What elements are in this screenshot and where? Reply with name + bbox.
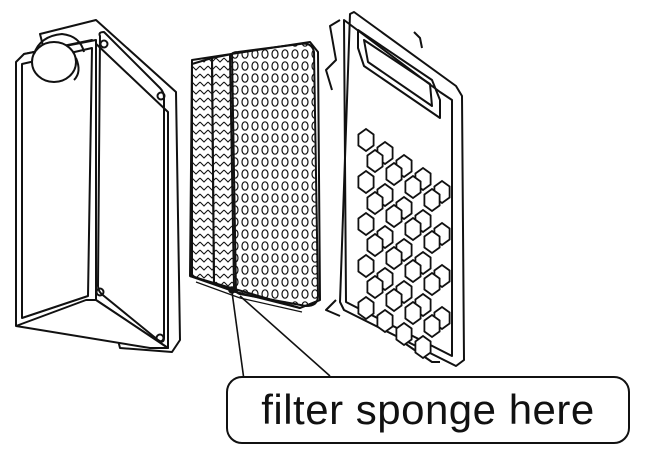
hexagon-cell bbox=[357, 169, 375, 195]
hexagon-cell bbox=[357, 295, 375, 321]
hexagon-cell bbox=[357, 253, 375, 279]
hexagon-cell bbox=[385, 245, 403, 271]
callout-label: filter sponge here bbox=[261, 386, 595, 433]
hexagon-cell bbox=[357, 211, 375, 237]
hexagon-cell bbox=[366, 148, 384, 174]
hexagon-cell bbox=[395, 321, 413, 347]
hexagon-cell bbox=[376, 308, 394, 334]
callout-box: filter sponge here bbox=[226, 376, 630, 444]
callout-leader-lines bbox=[228, 286, 331, 381]
hexagon-cell bbox=[404, 174, 422, 200]
filter-housing-box bbox=[15, 19, 181, 353]
hexagon-grid bbox=[357, 127, 451, 360]
hexagon-cell bbox=[404, 216, 422, 242]
hexagon-cell bbox=[366, 274, 384, 300]
hexagon-cell bbox=[366, 232, 384, 258]
hexagon-cell bbox=[385, 287, 403, 313]
hexagon-cell bbox=[366, 190, 384, 216]
hexagon-cell bbox=[385, 203, 403, 229]
filter-sponge-block bbox=[189, 41, 321, 313]
hexagon-cell bbox=[385, 161, 403, 187]
hexagon-cell bbox=[414, 334, 432, 360]
hexagon-cell bbox=[404, 300, 422, 326]
hexagon-cell bbox=[423, 187, 441, 213]
hexagon-cell bbox=[423, 313, 441, 339]
hexagon-cell bbox=[423, 271, 441, 297]
hexagon-cell bbox=[357, 127, 375, 153]
hexagon-cell bbox=[423, 229, 441, 255]
hexagon-cell bbox=[404, 258, 422, 284]
